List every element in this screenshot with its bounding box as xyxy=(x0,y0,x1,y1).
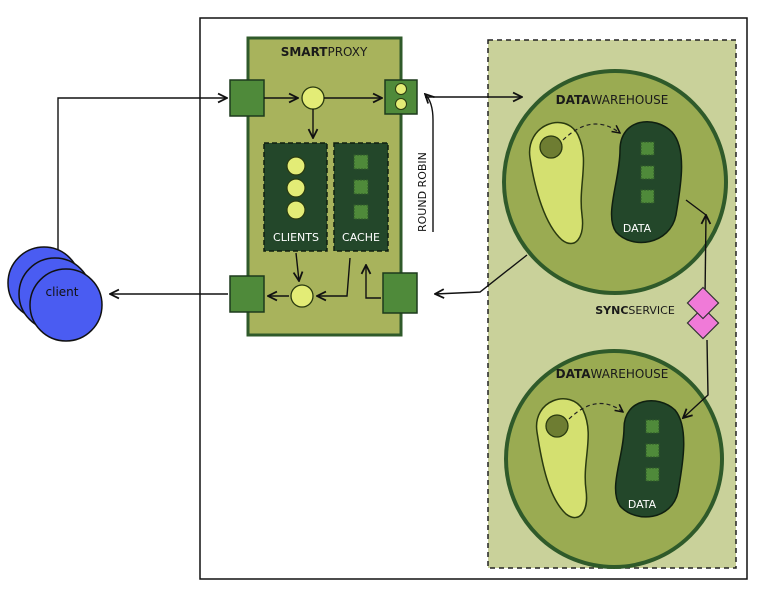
warehouse-flows xyxy=(425,97,528,294)
client-slot-2 xyxy=(286,178,306,198)
response-port xyxy=(382,272,418,314)
warehouse-bottom-circle xyxy=(504,349,724,569)
sync-service: SYNCSERVICE xyxy=(595,199,720,418)
merge-node xyxy=(290,284,314,308)
warehouse-top-record-1 xyxy=(640,141,655,156)
proxy-flows xyxy=(264,98,382,298)
warehouse-top-title-bold: DATA xyxy=(556,93,592,107)
inbound-port xyxy=(229,79,265,117)
client-label: client xyxy=(46,285,79,299)
smartproxy-title-bold: SMART xyxy=(281,45,329,59)
warehouse-top-process-dot xyxy=(539,135,563,159)
cache-label: CACHE xyxy=(342,231,380,244)
dispatch-node xyxy=(301,86,325,110)
round-robin-label: ROUND ROBIN xyxy=(416,152,429,232)
cache-entry-2 xyxy=(353,179,369,195)
warehouse-bottom-record-3 xyxy=(645,467,660,482)
round-robin: ROUND ROBIN xyxy=(416,94,433,232)
warehouse-bottom-title-rest: WAREHOUSE xyxy=(591,367,669,381)
datawarehouse-bottom: DATAWAREHOUSE DATA xyxy=(504,349,724,569)
datawarehouse-top: DATAWAREHOUSE DATA xyxy=(502,69,728,295)
clients-label: CLIENTS xyxy=(273,231,319,244)
smartproxy: SMARTPROXY CLIENTS CACHE xyxy=(229,36,418,337)
outbound-port xyxy=(229,275,265,313)
warehouse-top-data-label: DATA xyxy=(623,222,652,235)
sync-diamond-front xyxy=(686,286,720,320)
sync-diamond-back xyxy=(686,306,720,340)
svg-text:DATAWAREHOUSE: DATAWAREHOUSE xyxy=(556,93,669,107)
router-port-dot-2 xyxy=(395,98,407,110)
warehouse-bottom-title-bold: DATA xyxy=(556,367,592,381)
cache-entry-1 xyxy=(353,154,369,170)
warehouse-bottom-record-2 xyxy=(645,443,660,458)
svg-text:DATAWAREHOUSE: DATAWAREHOUSE xyxy=(556,367,669,381)
smartproxy-title-rest: PROXY xyxy=(327,45,367,59)
warehouse-bottom-data-label: DATA xyxy=(628,498,657,511)
svg-text:SYNCSERVICE: SYNCSERVICE xyxy=(595,304,675,317)
warehouse-top-record-2 xyxy=(640,165,655,180)
sync-title-bold: SYNC xyxy=(595,304,628,317)
warehouse-bottom-process-dot xyxy=(545,414,569,438)
warehouse-bottom-record-1 xyxy=(645,419,660,434)
warehouse-top-record-3 xyxy=(640,189,655,204)
client-flows xyxy=(57,98,228,294)
client-stack: client xyxy=(7,246,103,342)
warehouse-top-title-rest: WAREHOUSE xyxy=(591,93,669,107)
client-slot-1 xyxy=(286,156,306,176)
cache-entry-3 xyxy=(353,204,369,220)
svg-text:SMARTPROXY: SMARTPROXY xyxy=(281,45,368,59)
client-slot-3 xyxy=(286,200,306,220)
warehouse-bottom-data-blob xyxy=(614,400,685,518)
router-port-dot-1 xyxy=(395,83,407,95)
sync-title-rest: SERVICE xyxy=(628,304,674,317)
warehouse-top-data-blob xyxy=(610,121,683,244)
